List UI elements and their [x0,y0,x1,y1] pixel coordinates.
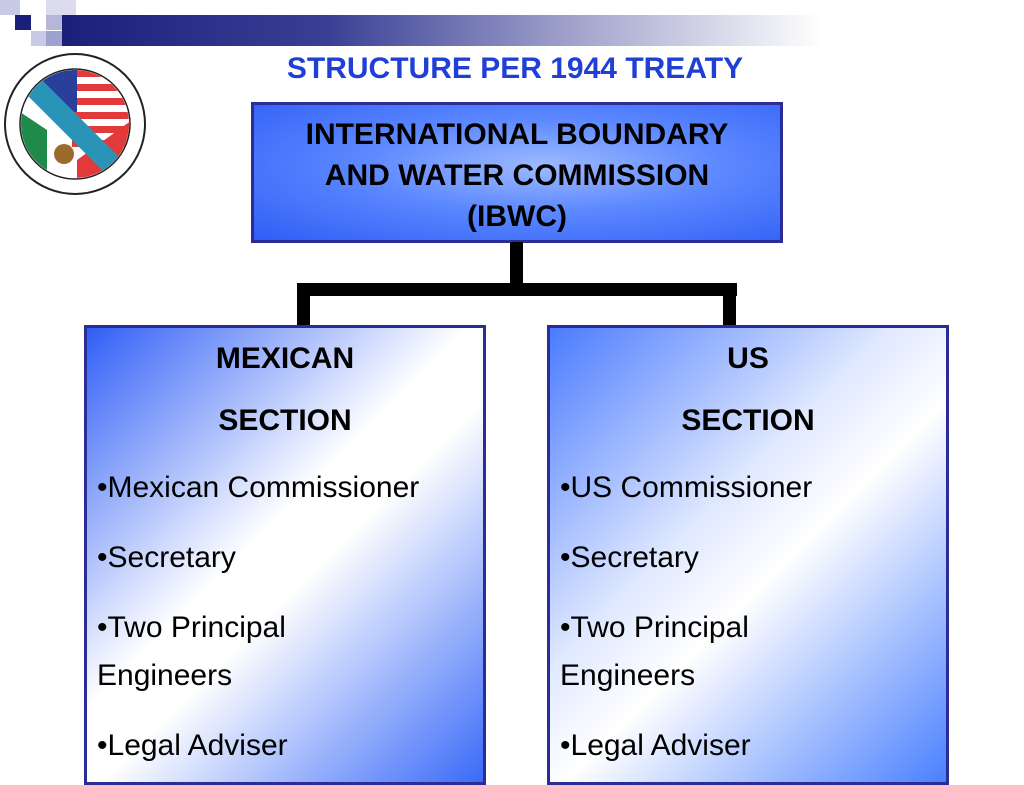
section-heading: SECTION [681,404,815,437]
list-item: •Mexican Commissioner [97,471,420,504]
list-item: •Secretary [560,541,699,574]
list-item: •US Commissioner [560,471,813,504]
list-item: •Two Principal Engineers [97,611,286,692]
slide-title: STRUCTURE PER 1944 TREATY [286,52,744,85]
us-section-box: US SECTION •US Commissioner •Secretary •T… [547,325,949,785]
ibwc-line: INTERNATIONAL BOUNDARY [305,118,729,151]
ibwc-line: AND WATER COMMISSION [324,159,710,192]
list-item: •Secretary [97,541,236,574]
section-heading: US [727,342,769,375]
list-item: •Legal Adviser [560,729,751,762]
list-item: •Two Principal Engineers [560,611,749,692]
ibwc-line: (IBWC) [467,200,567,233]
section-heading: MEXICAN [215,342,355,375]
mexican-section-box: MEXICAN SECTION •Mexican Commissioner •Se… [84,325,486,785]
ibwc-seal-logo [4,53,146,195]
ibwc-box: INTERNATIONAL BOUNDARY AND WATER COMMISS… [251,102,783,243]
section-heading: SECTION [218,404,352,437]
header-banner [62,15,822,46]
list-item: •Legal Adviser [97,729,288,762]
